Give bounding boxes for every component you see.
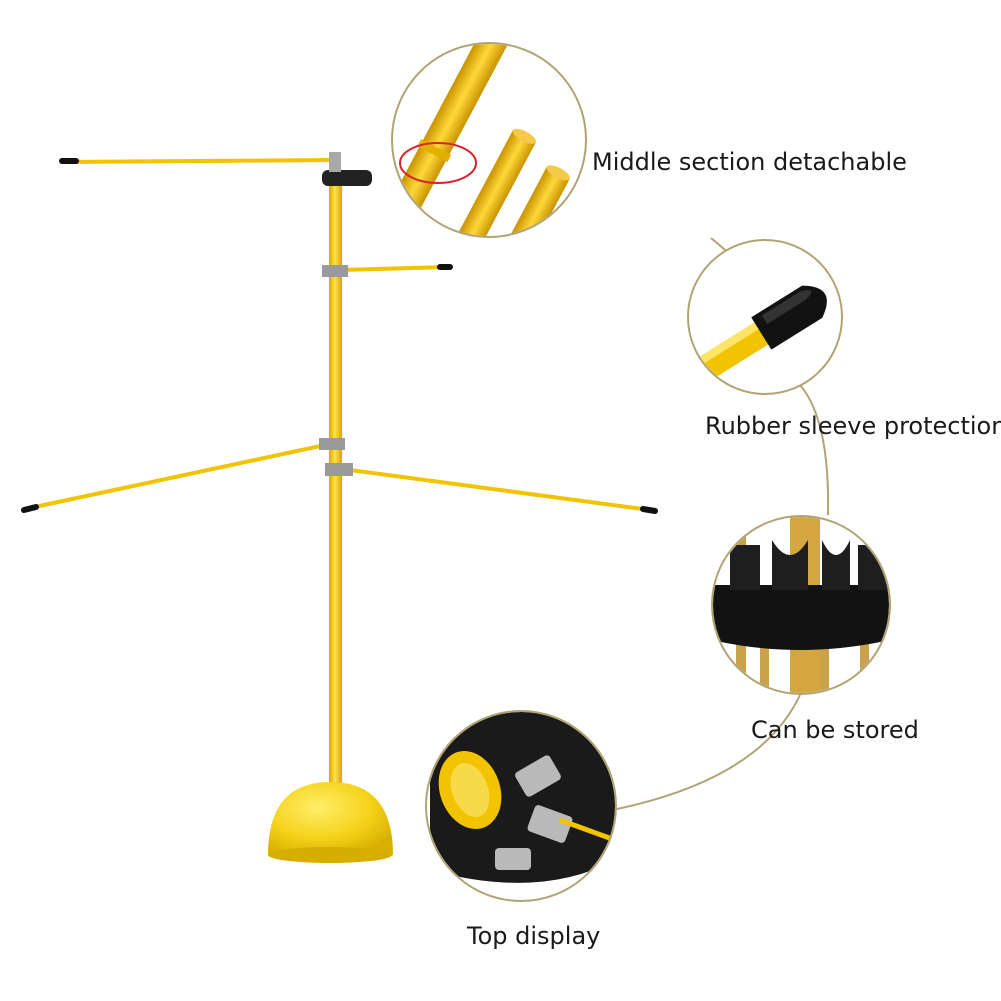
clamp	[319, 438, 345, 450]
callout-label-top-display: Top display	[467, 922, 601, 950]
callout-label-detachable: Middle section detachable	[592, 148, 907, 176]
pole-arms	[21, 158, 658, 514]
clamp	[325, 463, 353, 476]
callout-label-rubber-sleeve: Rubber sleeve protection	[705, 412, 1001, 440]
callout-label-stored: Can be stored	[751, 716, 919, 744]
highlight-ring	[399, 142, 477, 184]
dome-base-rim	[268, 847, 392, 863]
clamp	[322, 265, 348, 277]
dome-base	[268, 782, 393, 855]
vertical-pole	[329, 180, 342, 820]
top-cap	[322, 152, 372, 186]
